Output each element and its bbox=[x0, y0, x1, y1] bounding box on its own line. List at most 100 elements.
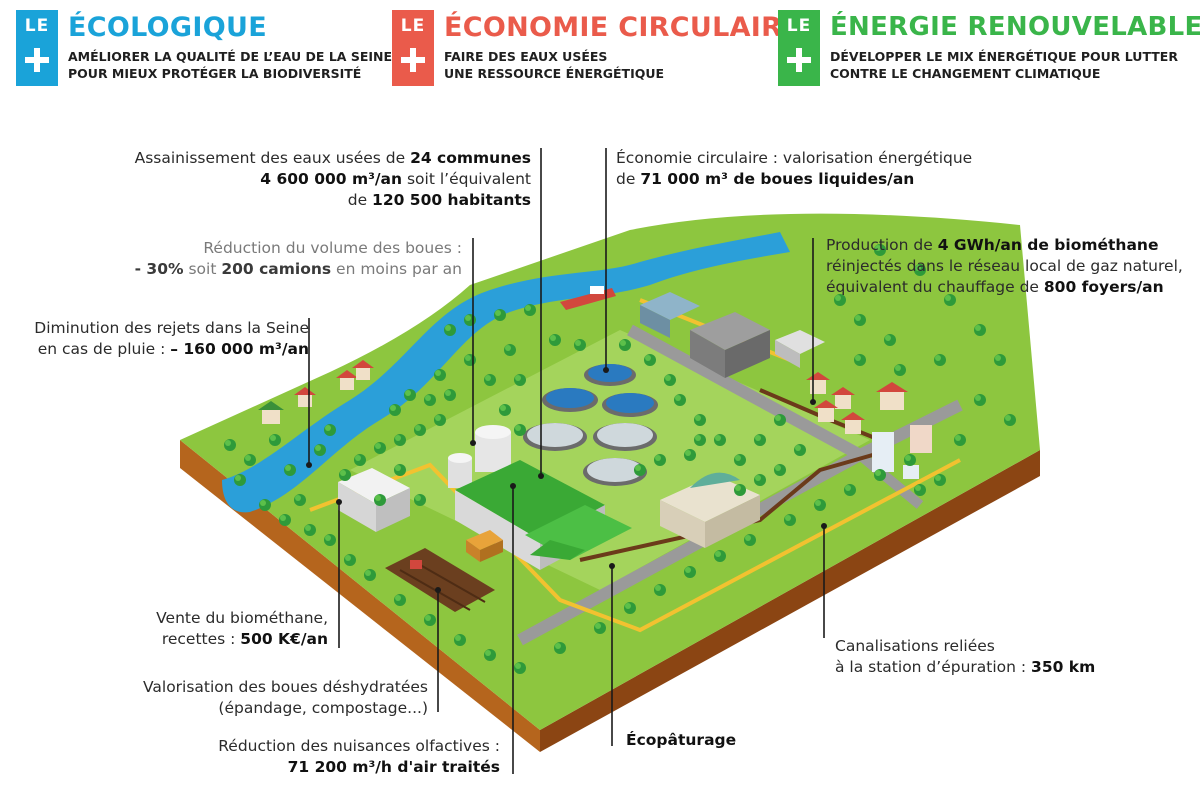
tree-highlight bbox=[655, 455, 661, 461]
tree-highlight bbox=[505, 345, 511, 351]
badge-label: LE bbox=[786, 16, 812, 36]
tree-highlight bbox=[445, 325, 451, 331]
tree-highlight bbox=[325, 535, 331, 541]
tree-highlight bbox=[935, 475, 941, 481]
tree-highlight bbox=[895, 365, 901, 371]
tree-highlight bbox=[555, 643, 561, 649]
tree-highlight bbox=[945, 295, 951, 301]
annotation-line: Production de 4 GWh/an de biométhane bbox=[826, 235, 1183, 256]
tree-highlight bbox=[975, 325, 981, 331]
tree-highlight bbox=[245, 455, 251, 461]
tree-highlight bbox=[735, 455, 741, 461]
annotation-valorisation: Valorisation des boues déshydratées (épa… bbox=[143, 677, 428, 719]
annotation-line: en cas de pluie : – 160 000 m³/an bbox=[34, 339, 309, 360]
plus-icon bbox=[787, 48, 811, 72]
annotation-production: Production de 4 GWh/an de biométhane réi… bbox=[826, 235, 1183, 298]
tree-highlight bbox=[225, 440, 231, 446]
text: soit bbox=[183, 260, 222, 278]
leader-dots bbox=[306, 367, 827, 593]
tree-highlight bbox=[365, 570, 371, 576]
header-subtitle-line: UNE RESSOURCE ÉNERGÉTIQUE bbox=[444, 66, 665, 81]
tree-highlight bbox=[425, 615, 431, 621]
tree-highlight bbox=[575, 340, 581, 346]
badge-label: LE bbox=[24, 16, 50, 36]
tree-highlight bbox=[595, 623, 601, 629]
annotation-line: 4 600 000 m³/an soit l’équivalent bbox=[135, 169, 531, 190]
text: soit l’équivalent bbox=[402, 170, 531, 188]
tree-highlight bbox=[375, 443, 381, 449]
annotation-economie-circulaire: Économie circulaire : valorisation énerg… bbox=[616, 148, 972, 190]
tree-highlight bbox=[515, 663, 521, 669]
tree-highlight bbox=[915, 485, 921, 491]
annotation-line: Écopâturage bbox=[626, 730, 736, 751]
tree-highlight bbox=[495, 310, 501, 316]
text: de bbox=[616, 170, 641, 188]
tree-highlight bbox=[465, 355, 471, 361]
digester-building bbox=[455, 460, 632, 570]
tree-highlight bbox=[315, 445, 321, 451]
tree-highlight bbox=[515, 425, 521, 431]
tractor bbox=[410, 560, 422, 569]
tree-highlight bbox=[835, 295, 841, 301]
tree-highlight bbox=[375, 495, 381, 501]
tree-highlight bbox=[500, 405, 506, 411]
road-network bbox=[856, 451, 924, 509]
plus-icon bbox=[401, 48, 425, 72]
tree-highlight bbox=[445, 390, 451, 396]
tree-highlight bbox=[905, 455, 911, 461]
text-bold: 500 K€/an bbox=[240, 630, 328, 648]
tree-highlight bbox=[235, 475, 241, 481]
river-seine bbox=[222, 232, 790, 513]
annotation-line: Réduction du volume des boues : bbox=[203, 239, 462, 257]
tree-highlight bbox=[685, 567, 691, 573]
badge-economie: LE bbox=[392, 10, 434, 86]
tree-highlight bbox=[340, 470, 346, 476]
header-subtitle-line: DÉVELOPPER LE MIX ÉNERGÉTIQUE POUR LUTTE… bbox=[830, 49, 1178, 64]
annotation-line: Valorisation des boues déshydratées bbox=[142, 678, 428, 696]
tree-highlight bbox=[995, 355, 1001, 361]
annotation-line: Réduction des nuisances olfactives : bbox=[218, 737, 500, 755]
tree-highlight bbox=[260, 500, 266, 506]
tree-highlight bbox=[415, 425, 421, 431]
methanisation-units bbox=[640, 292, 825, 378]
tree-highlight bbox=[390, 405, 396, 411]
tree-highlight bbox=[665, 375, 671, 381]
tree-highlight bbox=[525, 305, 531, 311]
tree-highlight bbox=[775, 465, 781, 471]
header-economie-circulaire: LE ÉCONOMIE CIRCULAIRE FAIRE DES EAUX US… bbox=[392, 10, 801, 90]
tree-highlight bbox=[515, 375, 521, 381]
annotation-line: Diminution des rejets dans la Seine bbox=[34, 319, 309, 337]
header-subtitle-line: AMÉLIORER LA QUALITÉ DE L’EAU DE LA SEIN… bbox=[68, 49, 393, 64]
text-bold: 120 500 habitants bbox=[372, 191, 531, 209]
header-subtitle: AMÉLIORER LA QUALITÉ DE L’EAU DE LA SEIN… bbox=[68, 48, 392, 82]
text: Assainissement des eaux usées de bbox=[134, 149, 411, 167]
tree-highlight bbox=[325, 425, 331, 431]
tree-highlight bbox=[855, 355, 861, 361]
badge-ecologique: LE bbox=[16, 10, 58, 86]
header-energie-renouvelable: LE ÉNERGIE RENOUVELABLE DÉVELOPPER LE MI… bbox=[778, 10, 1200, 90]
text-bold: - 30% bbox=[134, 260, 184, 278]
header-subtitle-line: FAIRE DES EAUX USÉES bbox=[444, 49, 608, 64]
annotation-line: équivalent du chauffage de 800 foyers/an bbox=[826, 277, 1183, 298]
annotation-line: de 71 000 m³ de boues liquides/an bbox=[616, 169, 972, 190]
tree-highlight bbox=[755, 475, 761, 481]
tree-highlight bbox=[295, 495, 301, 501]
header-subtitle-line: CONTRE LE CHANGEMENT CLIMATIQUE bbox=[830, 66, 1101, 81]
tree-highlight bbox=[345, 555, 351, 561]
trees bbox=[224, 244, 1016, 674]
tree-highlight bbox=[875, 470, 881, 476]
text-bold: Écopâturage bbox=[626, 731, 737, 749]
leader-lines bbox=[308, 148, 825, 774]
tree-highlight bbox=[885, 335, 891, 341]
annotation-line: Économie circulaire : valorisation énerg… bbox=[616, 149, 973, 167]
soil-right-face bbox=[540, 450, 1040, 752]
annotation-assainissement: Assainissement des eaux usées de 24 comm… bbox=[135, 148, 531, 211]
soil-left-face bbox=[180, 440, 540, 752]
truck bbox=[466, 530, 503, 562]
tree-highlight bbox=[935, 355, 941, 361]
text: en moins par an bbox=[331, 260, 462, 278]
tree-highlight bbox=[395, 465, 401, 471]
tree-highlight bbox=[305, 525, 311, 531]
annotation-vente: Vente du biométhane, recettes : 500 K€/a… bbox=[156, 608, 328, 650]
